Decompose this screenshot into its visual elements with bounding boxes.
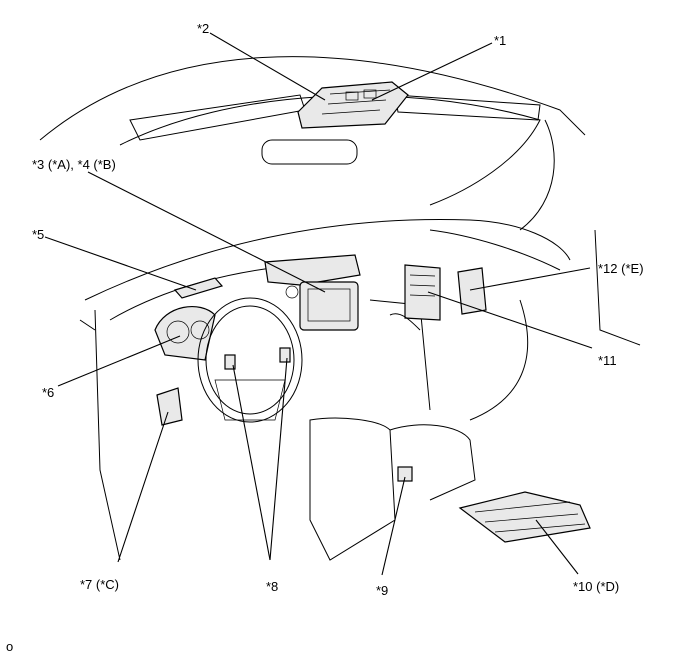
windshield-outline: [39, 56, 586, 231]
center-display-part: [264, 254, 361, 331]
center-console: [309, 417, 476, 561]
ecu-part-12: [457, 267, 487, 315]
callout-8: *8: [266, 579, 279, 594]
ecu-part-11: [389, 264, 441, 331]
callout-3-4: *3 (*A), *4 (*B): [32, 157, 116, 172]
callout-1: *1: [494, 33, 507, 48]
callout-7: *7 (*C): [80, 577, 120, 592]
leader-lines: [44, 32, 593, 576]
overhead-console-part: [297, 81, 409, 129]
callout-10: *10 (*D): [573, 579, 620, 594]
callout-11: *11: [598, 353, 617, 368]
steering-wheel: [197, 297, 303, 423]
lower-panel-part: [156, 387, 183, 426]
lower-module-part: [458, 491, 591, 543]
callout-5: *5: [32, 227, 45, 242]
corner-mark: o: [6, 639, 14, 654]
callout-2: *2: [197, 21, 210, 36]
callout-12: *12 (*E): [598, 261, 644, 276]
callout-9: *9: [376, 583, 389, 598]
sensor-part: [173, 277, 224, 299]
callout-6: *6: [42, 385, 55, 400]
